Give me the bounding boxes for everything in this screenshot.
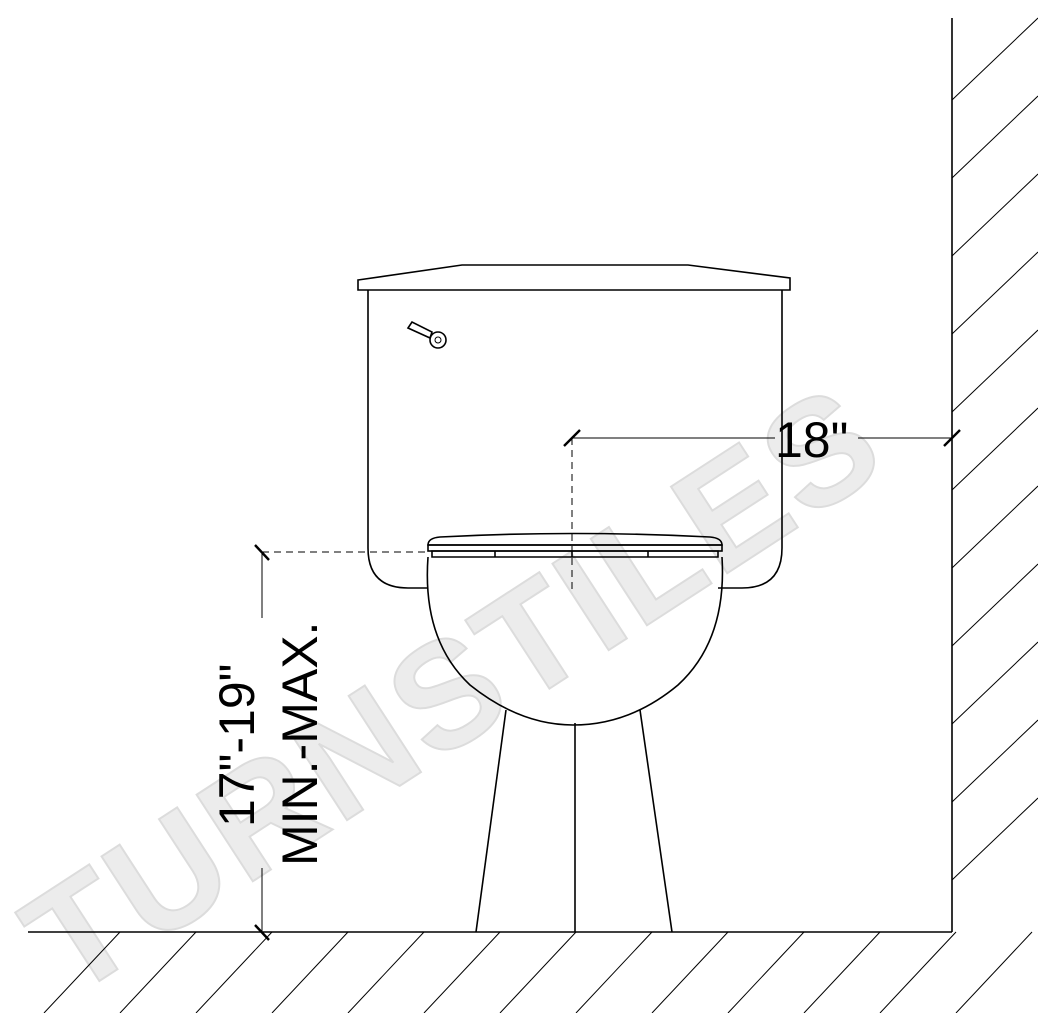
hatch-line bbox=[271, 931, 349, 1013]
hatch-line bbox=[879, 931, 957, 1013]
hatch-line bbox=[951, 797, 1038, 881]
flush-lever-icon bbox=[406, 320, 447, 349]
seat-lid bbox=[427, 532, 723, 546]
hatch-line bbox=[951, 251, 1038, 335]
hatch-line bbox=[955, 931, 1033, 1013]
hatch-line bbox=[727, 931, 805, 1013]
tank-lid bbox=[357, 264, 791, 291]
hatch-line bbox=[951, 173, 1038, 257]
hatch-line bbox=[347, 931, 425, 1013]
toilet-seat bbox=[427, 532, 723, 558]
hatch-line bbox=[951, 563, 1038, 647]
hatch-line bbox=[43, 931, 121, 1013]
wall-clearance-dimension: 18" bbox=[563, 412, 961, 592]
floor-hatch bbox=[43, 931, 1033, 1013]
floor bbox=[28, 931, 1033, 1013]
toilet-pedestal bbox=[475, 709, 673, 933]
tank-body bbox=[367, 290, 783, 589]
toilet-tank bbox=[357, 264, 791, 589]
hatch-line bbox=[499, 931, 577, 1013]
hatch-line bbox=[423, 931, 501, 1013]
hatch-line bbox=[951, 407, 1038, 491]
hatch-line bbox=[651, 931, 729, 1013]
hatch-line bbox=[951, 17, 1038, 101]
hatch-line bbox=[119, 931, 197, 1013]
toilet-bowl bbox=[426, 556, 724, 726]
hatch-line bbox=[951, 641, 1038, 725]
hatch-line bbox=[951, 719, 1038, 803]
wall-hatch bbox=[951, 17, 1038, 881]
seat-height-dimension: 17"-19" MIN.-MAX. bbox=[209, 544, 536, 941]
hatch-line bbox=[951, 329, 1038, 413]
wall-clearance-label: 18" bbox=[775, 412, 848, 468]
wall bbox=[951, 17, 1038, 932]
hatch-line bbox=[951, 485, 1038, 569]
seat-height-label: 17"-19" bbox=[209, 664, 265, 827]
hatch-line bbox=[951, 95, 1038, 179]
hatch-line bbox=[195, 931, 273, 1013]
hatch-line bbox=[575, 931, 653, 1013]
hatch-line bbox=[803, 931, 881, 1013]
seat-height-note: MIN.-MAX. bbox=[272, 622, 328, 866]
